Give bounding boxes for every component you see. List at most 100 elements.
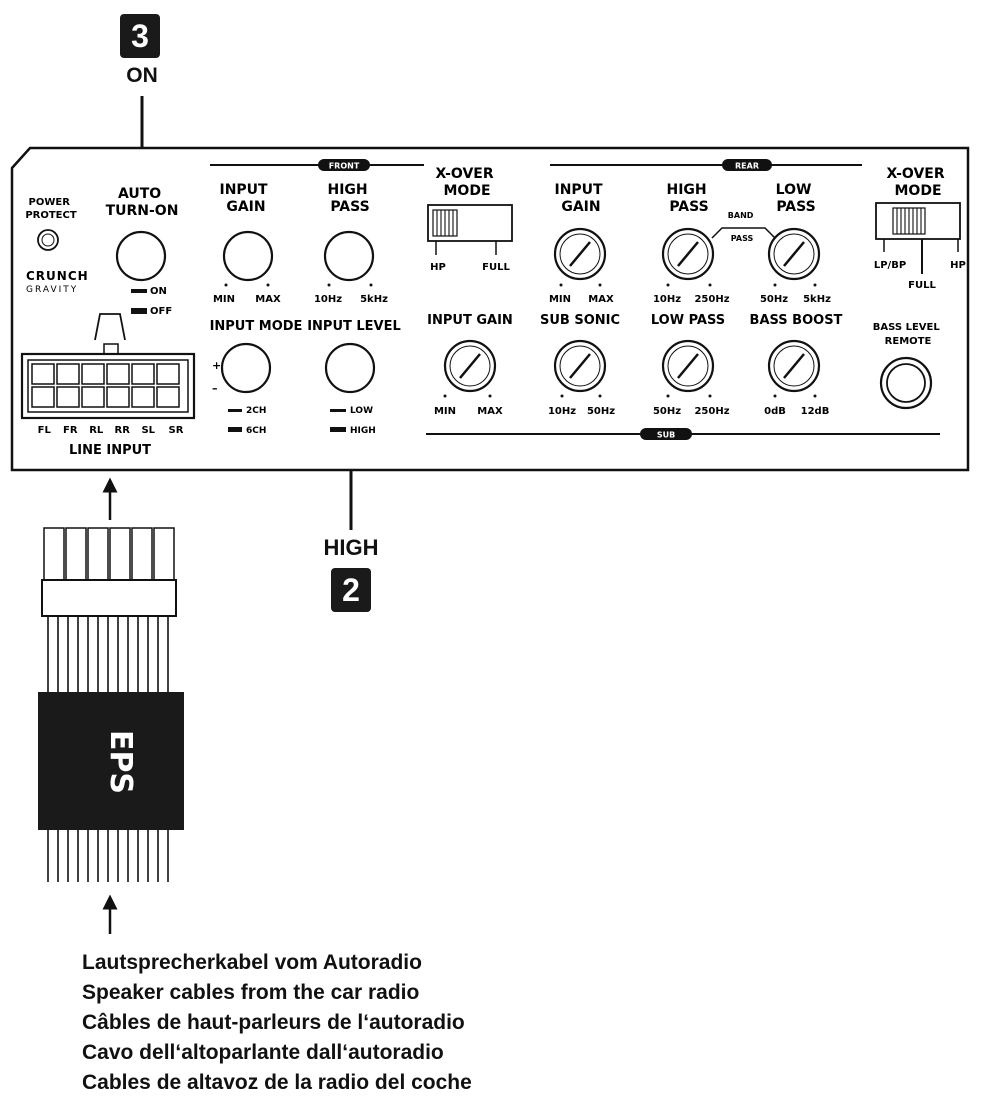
front-hp-max: 5kHz <box>360 294 388 305</box>
rear-hp-min: 10Hz <box>653 294 681 305</box>
brand-gravity: GRAVITY <box>26 285 78 295</box>
front-xover-full: FULL <box>482 262 510 273</box>
caption: Lautsprecherkabel vom Autoradio Speaker … <box>82 948 472 1098</box>
rear-lp-max: 5kHz <box>803 294 831 305</box>
callout-3-badge: 3 <box>120 14 160 58</box>
power-protect-label-2: PROTECT <box>25 210 77 221</box>
rear-xover-label-1: X-OVER <box>886 166 944 182</box>
rear-xover-label-2: MODE <box>894 183 941 199</box>
front-banner: FRONT <box>329 162 360 171</box>
front-xover-label-1: X-OVER <box>435 166 493 182</box>
sub-input-gain-label: INPUT GAIN <box>427 313 513 328</box>
auto-on-label: ON <box>150 286 167 297</box>
channel-rl: RL <box>89 425 104 436</box>
line-input-label: LINE INPUT <box>69 443 151 458</box>
channel-rr: RR <box>115 425 131 436</box>
sub-banner: SUB <box>657 431 675 440</box>
line-input-pins <box>31 363 180 408</box>
brand-crunch: CRUNCH <box>26 269 89 283</box>
band-pass-label-2: PASS <box>731 234 754 243</box>
auto-turn-on-knob[interactable] <box>115 230 167 282</box>
front-input-level-label: INPUT LEVEL <box>307 319 401 334</box>
svg-text:X-OVER MODE: X-OVER MODE <box>886 166 949 199</box>
rear-lp-min: 50Hz <box>760 294 788 305</box>
front-xover-label-2: MODE <box>443 183 490 199</box>
svg-text:BASS LEVEL REMOTE: BASS LEVEL REMOTE <box>873 322 943 347</box>
front-high-pass-knob[interactable] <box>323 230 375 282</box>
svg-text:POWER PROTECT: POWER PROTECT <box>25 197 77 221</box>
svg-text:X-OVER MODE: X-OVER MODE <box>435 166 498 199</box>
caption-line-es: Cables de altavoz de la radio del coche <box>82 1071 472 1094</box>
sub-low-pass-label: LOW PASS <box>651 313 725 328</box>
input-mode-plus: + <box>212 359 221 372</box>
callout-3-number: 3 <box>131 18 149 54</box>
bass-boost-max: 12dB <box>801 406 830 417</box>
bass-boost-label: BASS BOOST <box>750 313 843 328</box>
sub-lp-min: 50Hz <box>653 406 681 417</box>
callout-2-badge: 2 <box>331 568 371 612</box>
svg-text:AUTO TURN-ON: AUTO TURN-ON <box>106 186 179 219</box>
caption-line-fr: Câbles de haut-parleurs de l‘autoradio <box>82 1011 465 1034</box>
sub-sonic-min: 10Hz <box>548 406 576 417</box>
svg-text:LOW PASS: LOW PASS <box>776 182 817 215</box>
input-mode-2ch: 2CH <box>246 406 266 416</box>
rear-high-pass-label-2: PASS <box>669 199 708 215</box>
bass-remote-port[interactable] <box>879 356 933 410</box>
channel-sl: SL <box>141 425 155 436</box>
front-input-mode-knob[interactable] <box>220 342 272 394</box>
input-level-low: LOW <box>350 406 373 416</box>
auto-turn-on-label-1: AUTO <box>118 186 161 202</box>
channel-fr: FR <box>63 425 78 436</box>
rear-input-gain-label-2: GAIN <box>561 199 600 215</box>
front-high-pass-label-2: PASS <box>330 199 369 215</box>
front-input-gain-label-1: INPUT <box>220 182 269 198</box>
rear-xover-lpbp: LP/BP <box>874 260 906 271</box>
power-protect-label-1: POWER <box>29 197 71 208</box>
input-mode-minus: – <box>212 382 218 395</box>
front-input-gain-knob[interactable] <box>222 230 274 282</box>
front-hp-min: 10Hz <box>314 294 342 305</box>
front-gain-min: MIN <box>213 294 235 305</box>
sub-sonic-max: 50Hz <box>587 406 615 417</box>
svg-text:HIGH PASS: HIGH PASS <box>666 182 711 215</box>
svg-text:INPUT GAIN: INPUT GAIN <box>220 182 273 215</box>
sub-gain-max: MAX <box>477 406 503 417</box>
sub-gain-min: MIN <box>434 406 456 417</box>
input-level-high: HIGH <box>350 426 376 436</box>
callout-high-label: HIGH <box>323 535 379 560</box>
bass-boost-min: 0dB <box>764 406 786 417</box>
svg-text:INPUT GAIN: INPUT GAIN <box>555 182 608 215</box>
sub-sonic-label: SUB SONIC <box>540 313 620 328</box>
bass-remote-label-1: BASS LEVEL <box>873 322 941 333</box>
rear-hp-max: 250Hz <box>694 294 729 305</box>
front-input-level-knob[interactable] <box>324 342 376 394</box>
caption-line-it: Cavo dell‘altoparlante dall‘autoradio <box>82 1041 444 1064</box>
rear-banner: REAR <box>735 162 759 171</box>
rear-low-pass-label-2: PASS <box>776 199 815 215</box>
front-input-gain-label-2: GAIN <box>226 199 265 215</box>
svg-text:BAND PASS: BAND PASS <box>728 211 756 243</box>
plug-body <box>41 579 177 617</box>
front-xover-hp: HP <box>430 262 446 273</box>
auto-off-label: OFF <box>150 306 172 317</box>
front-high-pass-label-1: HIGH <box>327 182 367 198</box>
rear-gain-max: MAX <box>588 294 614 305</box>
band-pass-label-1: BAND <box>728 211 754 220</box>
svg-text:FL FR RL RR: FL FR RL RR SL SR <box>38 425 184 436</box>
callout-on-label: ON <box>126 64 158 87</box>
input-mode-6ch: 6CH <box>246 426 266 436</box>
power-protect-led <box>37 229 59 251</box>
caption-line-en: Speaker cables from the car radio <box>82 981 420 1004</box>
front-input-mode-label: INPUT MODE <box>210 319 303 334</box>
cable-sleeve <box>38 692 184 830</box>
rear-low-pass-label-1: LOW <box>776 182 812 198</box>
channel-fl: FL <box>38 425 52 436</box>
bass-remote-label-2: REMOTE <box>885 336 932 347</box>
caption-line-de: Lautsprecherkabel vom Autoradio <box>82 951 422 974</box>
plug-pins <box>43 527 175 581</box>
cable-logo: EPS <box>103 730 138 794</box>
svg-text:HIGH PASS: HIGH PASS <box>327 182 372 215</box>
rear-xover-hp: HP <box>950 260 966 271</box>
